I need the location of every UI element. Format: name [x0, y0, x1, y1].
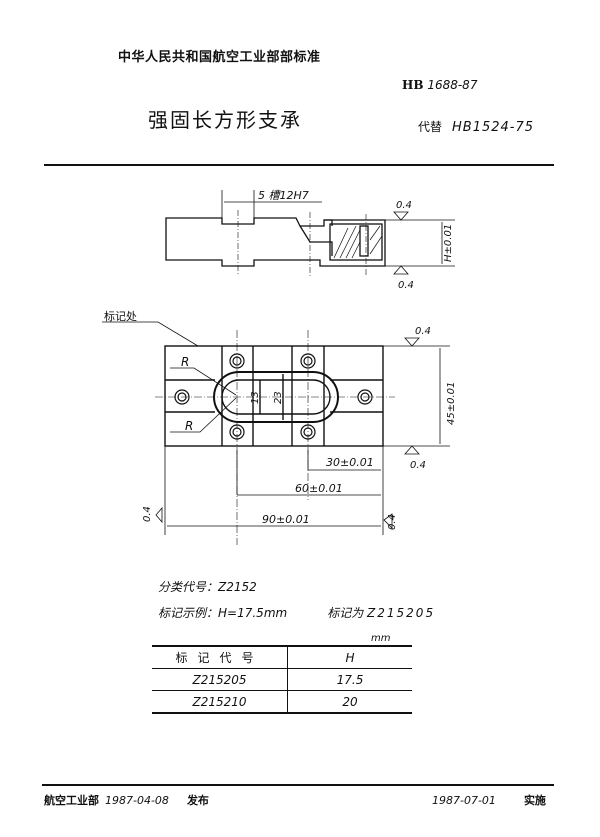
header-h: H	[345, 650, 355, 665]
dim-30: 30±0.01	[326, 456, 374, 469]
height-45-dim: 45±0.01	[446, 382, 457, 425]
table-row: Z215205 17.5	[152, 668, 412, 691]
document-title: 强固长方形支承	[148, 108, 302, 132]
side-view-drawing: 5 槽12H7 0.4 0.4 H±0.01	[165, 189, 455, 291]
issuing-organization: 中华人民共和国航空工业部部标准	[118, 50, 321, 65]
dim-60: 60±0.01	[295, 482, 343, 495]
cell-code: Z215210	[152, 690, 288, 713]
standard-prefix: HB	[402, 78, 424, 92]
plan-view-drawing: 标记处 R R 13 23 0.4 0.4 45±0.01 30±0.01 60…	[102, 309, 457, 545]
slot-dimension: 5 槽12H7	[258, 189, 309, 202]
roughness-bottom-right: 0.4	[387, 514, 398, 530]
cell-code: Z215205	[152, 668, 288, 691]
marking-table: 标记代号 H Z215205 17.5 Z215210 20	[152, 645, 412, 714]
roughness-top: 0.4	[396, 200, 412, 211]
replaces-number: HB1524-75	[452, 120, 535, 135]
roughness-top-right: 0.4	[415, 326, 431, 337]
replaces-label: 代替	[418, 120, 443, 134]
classification-code: Z2152	[218, 580, 257, 594]
classification-line: 分类代号：Z2152	[158, 578, 257, 595]
table-unit: mm	[371, 633, 391, 644]
dim-90: 90±0.01	[262, 513, 310, 526]
outer-width-dim: 23	[273, 391, 284, 404]
marked-as-label: 标记为	[327, 606, 364, 620]
radius-label-upper: R	[181, 355, 189, 369]
example-label: 标记示例：	[158, 606, 219, 620]
roughness-right: 0.4	[410, 460, 426, 471]
cell-h: 17.5	[336, 672, 364, 687]
issue-date: 1987-04-08	[105, 794, 169, 807]
example-value: H=17.5mm	[218, 606, 288, 620]
cell-h: 20	[342, 694, 358, 709]
radius-label-lower: R	[185, 419, 193, 433]
roughness-left: 0.4	[142, 506, 153, 522]
marked-as-value: Z215205	[367, 606, 436, 620]
marking-location-label: 标记处	[104, 309, 137, 323]
effective-label: 实施	[523, 794, 546, 807]
issue-info: 航空工业部 1987-04-08 发布	[44, 792, 209, 808]
footer-divider	[42, 784, 554, 786]
standard-code: HB 1688-87	[402, 78, 477, 92]
issuer: 航空工业部	[44, 794, 99, 807]
inner-width-dim: 13	[250, 391, 261, 404]
issue-label: 发布	[186, 794, 209, 807]
table-header-row: 标记代号 H	[152, 646, 412, 669]
classification-label: 分类代号：	[158, 580, 219, 594]
replaces-standard: 代替 HB1524-75	[418, 118, 534, 135]
effective-info: 1987-07-01 实施	[432, 792, 546, 808]
roughness-bottom: 0.4	[398, 280, 414, 291]
header-divider	[44, 164, 554, 166]
marking-example-line: 标记示例：H=17.5mm 标记为 Z215205	[158, 604, 435, 621]
header-marking-code: 标记代号	[152, 646, 288, 669]
standard-number: 1688-87	[427, 78, 478, 92]
effective-date: 1987-07-01	[432, 794, 496, 807]
table-row: Z215210 20	[152, 690, 412, 713]
height-tolerance: H±0.01	[443, 224, 454, 262]
